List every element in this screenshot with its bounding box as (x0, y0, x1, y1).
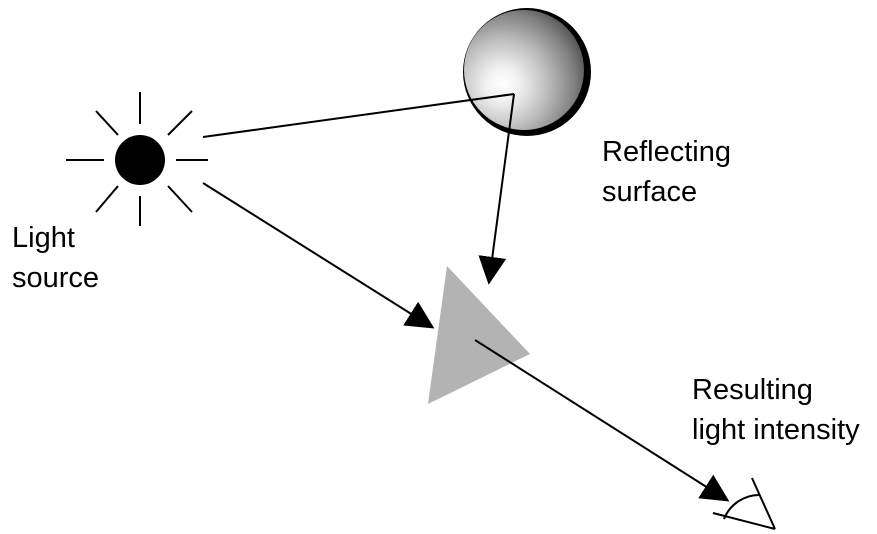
reflecting-surface-label-line-2: surface (602, 176, 698, 208)
light-source-label-line-2: source (12, 262, 100, 294)
ray-source-to-sphere (202, 93, 515, 138)
ray-source-to-surface (202, 182, 435, 329)
ray-surface-to-observer (474, 339, 730, 502)
resulting-intensity-label-line-1: Resulting (692, 374, 813, 406)
reflecting-surface-label-line-1: Reflecting (602, 136, 731, 168)
sun-icon (66, 92, 208, 226)
resulting-intensity-label-line-2: light intensity (692, 414, 860, 446)
light-source-label-line-1: Light (12, 222, 75, 254)
surface-patch-triangle (428, 266, 530, 404)
reflecting-surface-label: Reflecting surface (602, 132, 731, 212)
ray-sphere-to-surface (478, 93, 515, 285)
resulting-intensity-label: Resulting light intensity (692, 370, 860, 450)
sphere-icon (463, 8, 591, 136)
light-source-label: Light source (12, 218, 99, 298)
eye-icon (712, 477, 776, 530)
light-rays (202, 93, 730, 502)
